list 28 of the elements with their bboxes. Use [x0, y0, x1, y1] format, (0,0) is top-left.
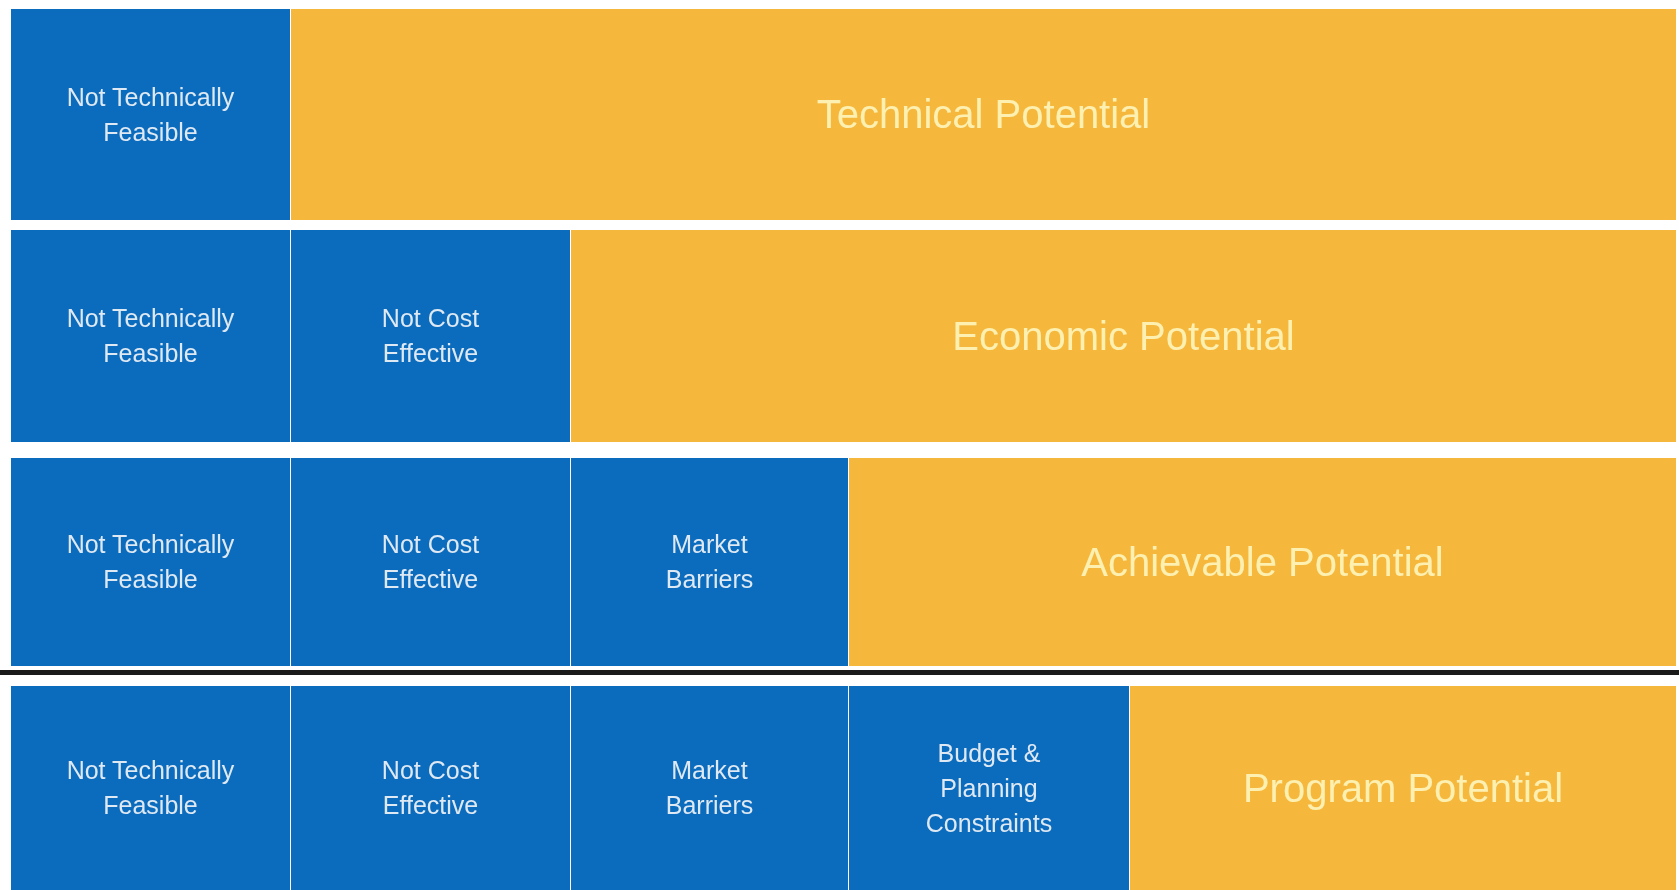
potential-bar — [291, 9, 1676, 220]
segment-label: Not Technically Feasible — [65, 81, 236, 148]
excluded-segment — [11, 686, 290, 890]
segment-label: Not Cost Effective — [380, 755, 481, 821]
excluded-segment — [11, 230, 290, 442]
excluded-segment — [291, 686, 570, 890]
potential-bar — [849, 458, 1676, 666]
excluded-segment — [11, 9, 290, 220]
potential-label: Program Potential — [1242, 765, 1564, 811]
segment-label: Not Cost Effective — [380, 529, 481, 595]
excluded-segment — [11, 458, 290, 666]
segment-label: Market Barriers — [664, 755, 755, 821]
potential-label: Technical Potential — [816, 92, 1151, 137]
potential-bar — [571, 230, 1676, 442]
segment-label: Market Barriers — [664, 529, 755, 595]
segment-label: Not Technically Feasible — [65, 529, 236, 595]
excluded-segment — [571, 686, 848, 890]
segment-label: Not Cost Effective — [380, 303, 481, 369]
segment-label: Not Technically Feasible — [65, 755, 236, 821]
potential-label: Achievable Potential — [1081, 539, 1444, 585]
potential-label: Economic Potential — [952, 313, 1295, 359]
excluded-segment — [571, 458, 848, 666]
excluded-segment — [291, 458, 570, 666]
excluded-segment — [291, 230, 570, 442]
segment-label: Not Technically Feasible — [65, 303, 236, 369]
segment-label: Budget & Planning Constraints — [924, 737, 1054, 839]
excluded-segment — [849, 686, 1129, 890]
potential-bar — [1130, 686, 1676, 890]
